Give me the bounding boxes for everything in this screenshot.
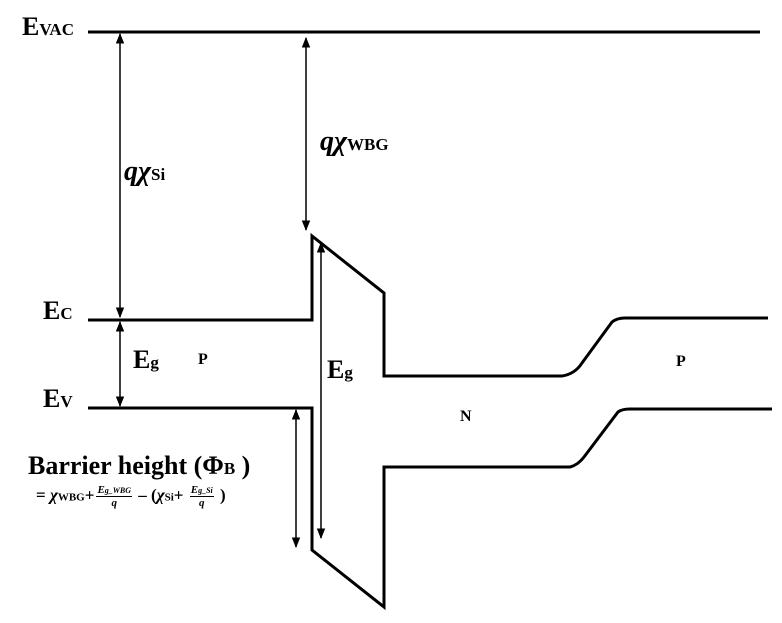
chi-wbg-label: qχWBG <box>320 126 389 157</box>
bandgap-si-label: Eg <box>133 345 159 374</box>
valence-band-line <box>88 406 772 611</box>
region-p-right: P <box>676 353 686 370</box>
chi-si-label: qχSi <box>124 156 166 187</box>
region-n-middle: N <box>460 408 472 425</box>
barrier-height-title: Barrier height (ΦB ) <box>28 451 251 480</box>
bandgap-wbg-label: Eg <box>327 355 353 384</box>
region-p-left: P <box>198 351 208 368</box>
vacuum-level-label: EVAC <box>22 12 74 41</box>
conduction-band-line <box>88 232 768 378</box>
valence-band-label: EV <box>43 384 73 413</box>
conduction-band-label: EC <box>43 296 73 325</box>
